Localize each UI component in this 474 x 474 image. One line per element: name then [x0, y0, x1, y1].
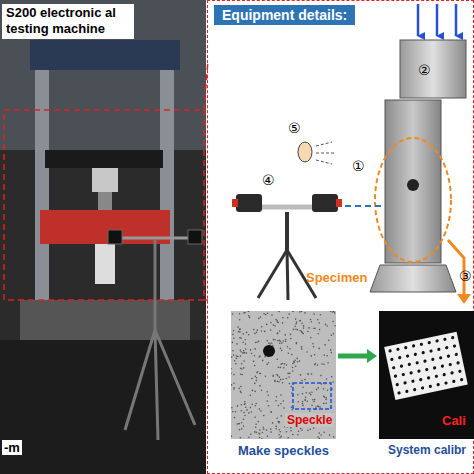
- equipment-panel: Equipment details: Make speckles System ca…: [207, 0, 474, 474]
- calibration-image-panel: System calibr: [379, 311, 474, 457]
- node-title: Equipment details:: [214, 5, 355, 25]
- speckle-photo: [231, 311, 336, 439]
- callout-number: ①: [352, 158, 365, 174]
- machine-photo: [0, 0, 208, 474]
- photo-label-box: S200 electronic al testing machine: [2, 4, 134, 39]
- speckle-image-panel: Make speckles: [231, 311, 336, 458]
- callout-number: ⑤: [288, 120, 301, 136]
- equipment-sketch: [232, 4, 471, 304]
- node-title: System calibr: [379, 443, 474, 457]
- callout-number: ②: [418, 62, 431, 78]
- node-title: Make speckles: [231, 443, 336, 458]
- flow-arrow: [338, 349, 377, 363]
- node-title: S200 electronic al testing machine: [6, 5, 130, 37]
- specimen-label: Specimen: [306, 270, 367, 285]
- callout-number: ④: [262, 172, 275, 188]
- callout-number: ③: [459, 268, 472, 284]
- cut-label: -m: [2, 440, 22, 455]
- calibration-photo: [379, 311, 474, 439]
